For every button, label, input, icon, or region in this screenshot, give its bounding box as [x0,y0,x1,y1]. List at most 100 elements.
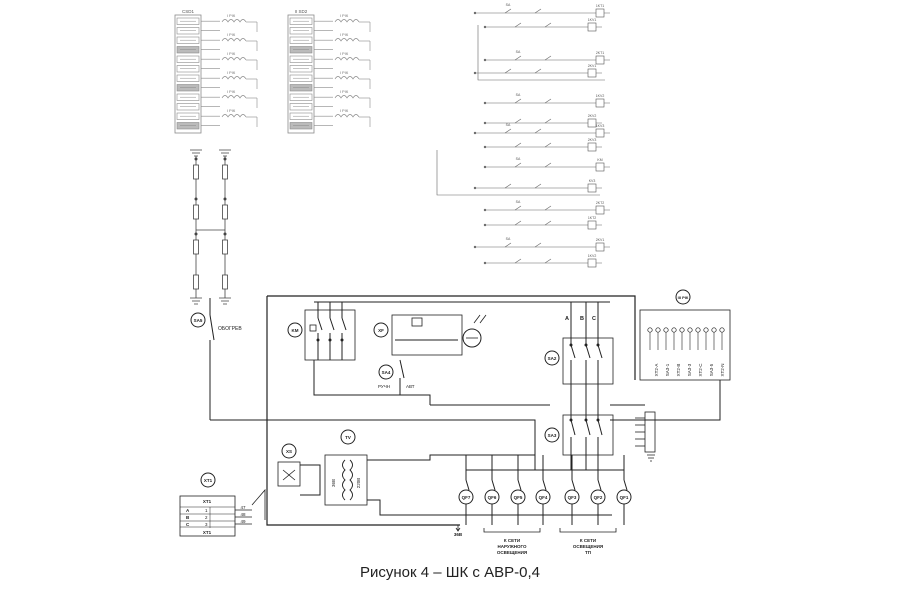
terminal [176,36,200,44]
terminal [289,27,313,35]
terminal [176,27,200,35]
resistor [193,239,199,255]
relay-coil [595,98,605,108]
ground-icon [219,297,231,305]
relay-label: 2KT2 [596,201,604,205]
contact [514,22,522,28]
contact [514,55,522,61]
relay-coil [595,128,605,138]
relay-sa-label: SA [506,123,511,127]
relay-label: 1KV3 [596,124,605,128]
relay-coil [587,142,597,152]
node-dot [473,186,477,190]
sa3-frame [562,414,614,456]
breaker-label: QF1 [620,495,629,500]
phase-label: A [565,316,569,322]
relay-label: 1KV2 [596,94,605,98]
km-label: KM [292,328,299,333]
outdoor-lighting-label: ОСВЕЩЕНИЯ [497,550,527,555]
sa4-avt-label: АВТ [406,384,415,389]
contact [504,128,512,134]
node-dot [483,223,487,227]
xs-circle [281,443,297,459]
relay-coil-icon [221,19,247,23]
terminal-screw [671,327,677,333]
xt1-phase: B [186,515,190,520]
switch-contact [542,479,547,491]
terminal-screw [719,327,725,333]
relay-label: 1KT1 [596,4,604,8]
relay-label: 1KT2 [588,216,596,220]
terminal-block [644,411,656,453]
node-dot [569,418,573,422]
relay-coil [595,162,605,172]
node-dot [316,338,320,342]
relay-coil-icon [334,76,360,80]
socket-frame [277,461,301,487]
xf-label: XF [378,328,384,333]
strip-title: II SD2 [295,9,308,14]
sa3-label: SA3 [548,433,557,438]
node-dot [584,418,588,422]
rik-terminal-label: SA3-1 [665,363,670,376]
breaker-label: QF5 [514,495,523,500]
relay-coil [595,205,605,215]
contact [504,183,512,189]
coil [309,324,317,332]
resistor [222,164,228,180]
tv-label: TV [345,435,351,440]
switch-contact [623,479,628,491]
wire [210,419,536,455]
contact [514,258,522,264]
node-dot [223,157,227,161]
relay-coil-icon [334,38,360,42]
relay-label: 2KV1 [588,64,597,68]
xt1-num: 1 [205,508,208,513]
sa5-label: SA5 [194,318,203,323]
coil-label: I РIК [227,32,236,37]
terminal [176,103,200,111]
wire [251,488,266,520]
relay-coil [587,220,597,230]
strip-title: CSD1 [182,9,195,14]
contact [514,220,522,226]
sa4-ruchn-label: РУЧН [378,384,390,389]
node-dot [569,343,573,347]
xt1-num: 3 [205,522,208,527]
switch-contact [517,479,522,491]
relay-coil-icon [334,114,360,118]
contact [544,118,552,124]
arrow-icon [455,525,461,532]
xt1-wire-number: 49 [240,519,246,524]
relay-coil-icon [221,57,247,61]
terminal [289,17,313,25]
contact [534,68,542,74]
coil-label: I РIК [227,108,236,113]
terminal-strip [287,14,315,134]
xf-circle [373,322,389,338]
contact [534,183,542,189]
xt1-phase: C [186,522,190,527]
terminal-screw [703,327,709,333]
switch-contact [585,344,591,359]
wire [267,295,636,380]
breaker-label: QF2 [594,495,603,500]
terminal-screw [687,327,693,333]
sa4-label: SA4 [382,370,391,375]
node-dot [483,121,487,125]
terminal [176,74,200,82]
coil-label: I РIК [340,108,349,113]
relay-sa-label: SA [516,93,521,97]
relay-coil-icon [334,95,360,99]
relay-coil-icon [221,114,247,118]
switch-contact [570,419,576,436]
bracket [483,528,541,533]
relay-coil [587,118,597,128]
terminal [289,36,313,44]
node-dot [328,338,332,342]
contact [544,22,552,28]
xs-label: XS [286,449,292,454]
relay-coil [595,55,605,65]
relay-sa-label: SA [506,237,511,241]
rik-terminal-label: SA3-3 [687,363,692,376]
